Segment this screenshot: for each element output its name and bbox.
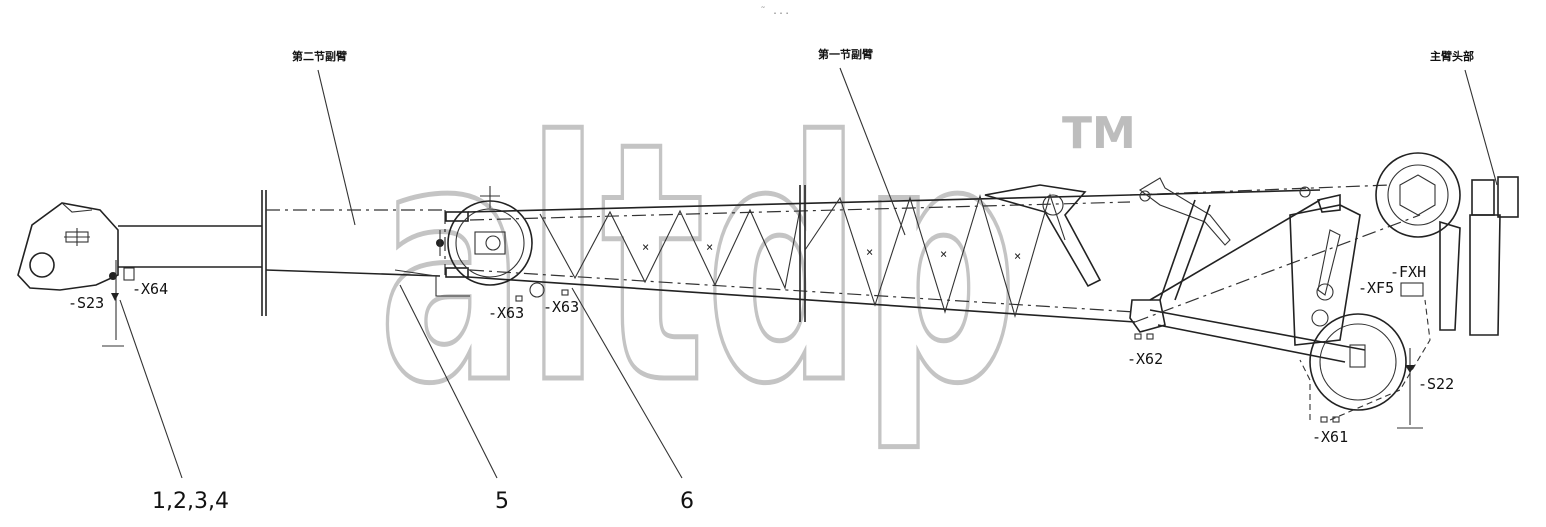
top-mark: ˜ ... — [760, 5, 790, 17]
label-fxh: -FXH — [1390, 263, 1426, 281]
svg-text:×: × — [642, 240, 649, 254]
boom-head-block — [1471, 179, 1495, 216]
svg-text:×: × — [706, 240, 713, 254]
watermark-text: altdp — [378, 72, 1018, 456]
jib-junction — [436, 186, 569, 302]
head-sheave-lower — [1309, 313, 1407, 411]
tip-pin — [109, 272, 117, 280]
callout-1234: 1,2,3,4 — [152, 489, 229, 514]
label-xf5: -XF5 — [1358, 279, 1394, 297]
svg-text:×: × — [866, 245, 873, 259]
leader-second-jib — [317, 69, 356, 226]
s23-symbol — [111, 293, 119, 301]
callout-5: 5 — [495, 489, 509, 514]
jib-arm — [984, 184, 1102, 288]
first-jib-lattice: × × × × × — [467, 184, 1136, 323]
svg-text:×: × — [940, 247, 947, 261]
tip-head-outline — [17, 202, 119, 291]
s22-symbol — [1405, 365, 1415, 373]
second-jib — [118, 190, 470, 316]
x62-bracket — [1129, 299, 1166, 333]
boom-head-plate — [1289, 204, 1361, 346]
x64-connector — [123, 267, 135, 281]
label-x64: -X64 — [132, 280, 168, 298]
label-x61: -X61 — [1312, 428, 1348, 446]
tip-head-bracket — [61, 202, 93, 213]
callout-6: 6 — [680, 489, 694, 514]
label-x63-a: -X63 — [488, 304, 524, 322]
leader-1234 — [119, 299, 183, 479]
leader-first-jib — [839, 67, 906, 236]
label-first-jib: 第一节副臂 — [818, 47, 873, 61]
label-x63-b: -X63 — [543, 298, 579, 316]
leader-5 — [399, 284, 498, 479]
leader-boom-head — [1464, 69, 1498, 186]
label-x62: -X62 — [1127, 350, 1163, 368]
main-boom-head — [1129, 152, 1519, 429]
head-sheave-upper — [1375, 152, 1461, 238]
label-second-jib: 第二节副臂 — [292, 49, 347, 63]
jib-tip-head — [17, 202, 135, 347]
watermark: altdp TM — [376, 70, 1136, 459]
tip-sheave — [29, 252, 55, 278]
label-main-boom-head: 主臂头部 — [1430, 49, 1474, 63]
label-s22: -S22 — [1418, 375, 1454, 393]
label-s23: -S23 — [68, 294, 104, 312]
xf5-block — [1400, 282, 1424, 297]
watermark-tm: TM — [1062, 108, 1136, 159]
x63-sheave — [529, 282, 545, 298]
svg-text:×: × — [1014, 249, 1021, 263]
leader-lines — [119, 67, 1498, 479]
leader-6 — [571, 287, 683, 479]
